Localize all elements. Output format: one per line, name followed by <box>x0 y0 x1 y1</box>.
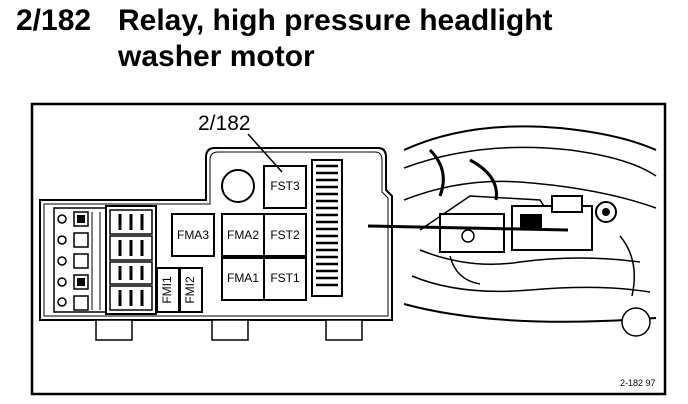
callout-label: 2/182 <box>198 112 251 135</box>
relay-fst3-label: FST3 <box>270 179 300 193</box>
fuse-block <box>105 205 157 315</box>
callout-leader-line <box>247 133 283 173</box>
relay-fmi2-label: FMI2 <box>183 276 197 304</box>
figure-title-line-2: washer motor <box>118 40 315 73</box>
relay-fst1 <box>263 257 307 301</box>
figure-title-line-1: Relay, high pressure headlight <box>118 4 553 37</box>
fuse-strip <box>53 207 107 313</box>
relay-fma3-label: FMA3 <box>177 228 209 242</box>
engine-bay-illustration <box>403 125 657 337</box>
relay-fma3 <box>171 213 215 257</box>
mounting-tab <box>95 319 133 341</box>
relay-fma2 <box>221 213 265 257</box>
box-hole <box>221 169 255 203</box>
relay-fst3 <box>263 165 307 209</box>
mounting-tab <box>325 319 363 341</box>
relay-fma2-label: FMA2 <box>227 228 259 242</box>
relay-fma1-label: FMA1 <box>227 271 259 285</box>
figure-number: 2/182 <box>16 4 92 37</box>
relay-fmi2 <box>179 267 203 313</box>
relay-fst2-label: FST2 <box>270 228 300 242</box>
relay-fst1-label: FST1 <box>270 271 300 285</box>
mounting-tab <box>211 319 249 341</box>
connector-strip <box>311 159 343 297</box>
relay-fst2 <box>263 213 307 257</box>
location-pointer-line <box>367 224 569 232</box>
figure-code: 2-182 97 <box>620 378 656 388</box>
relay-fmi1-label: FMI1 <box>160 276 174 304</box>
